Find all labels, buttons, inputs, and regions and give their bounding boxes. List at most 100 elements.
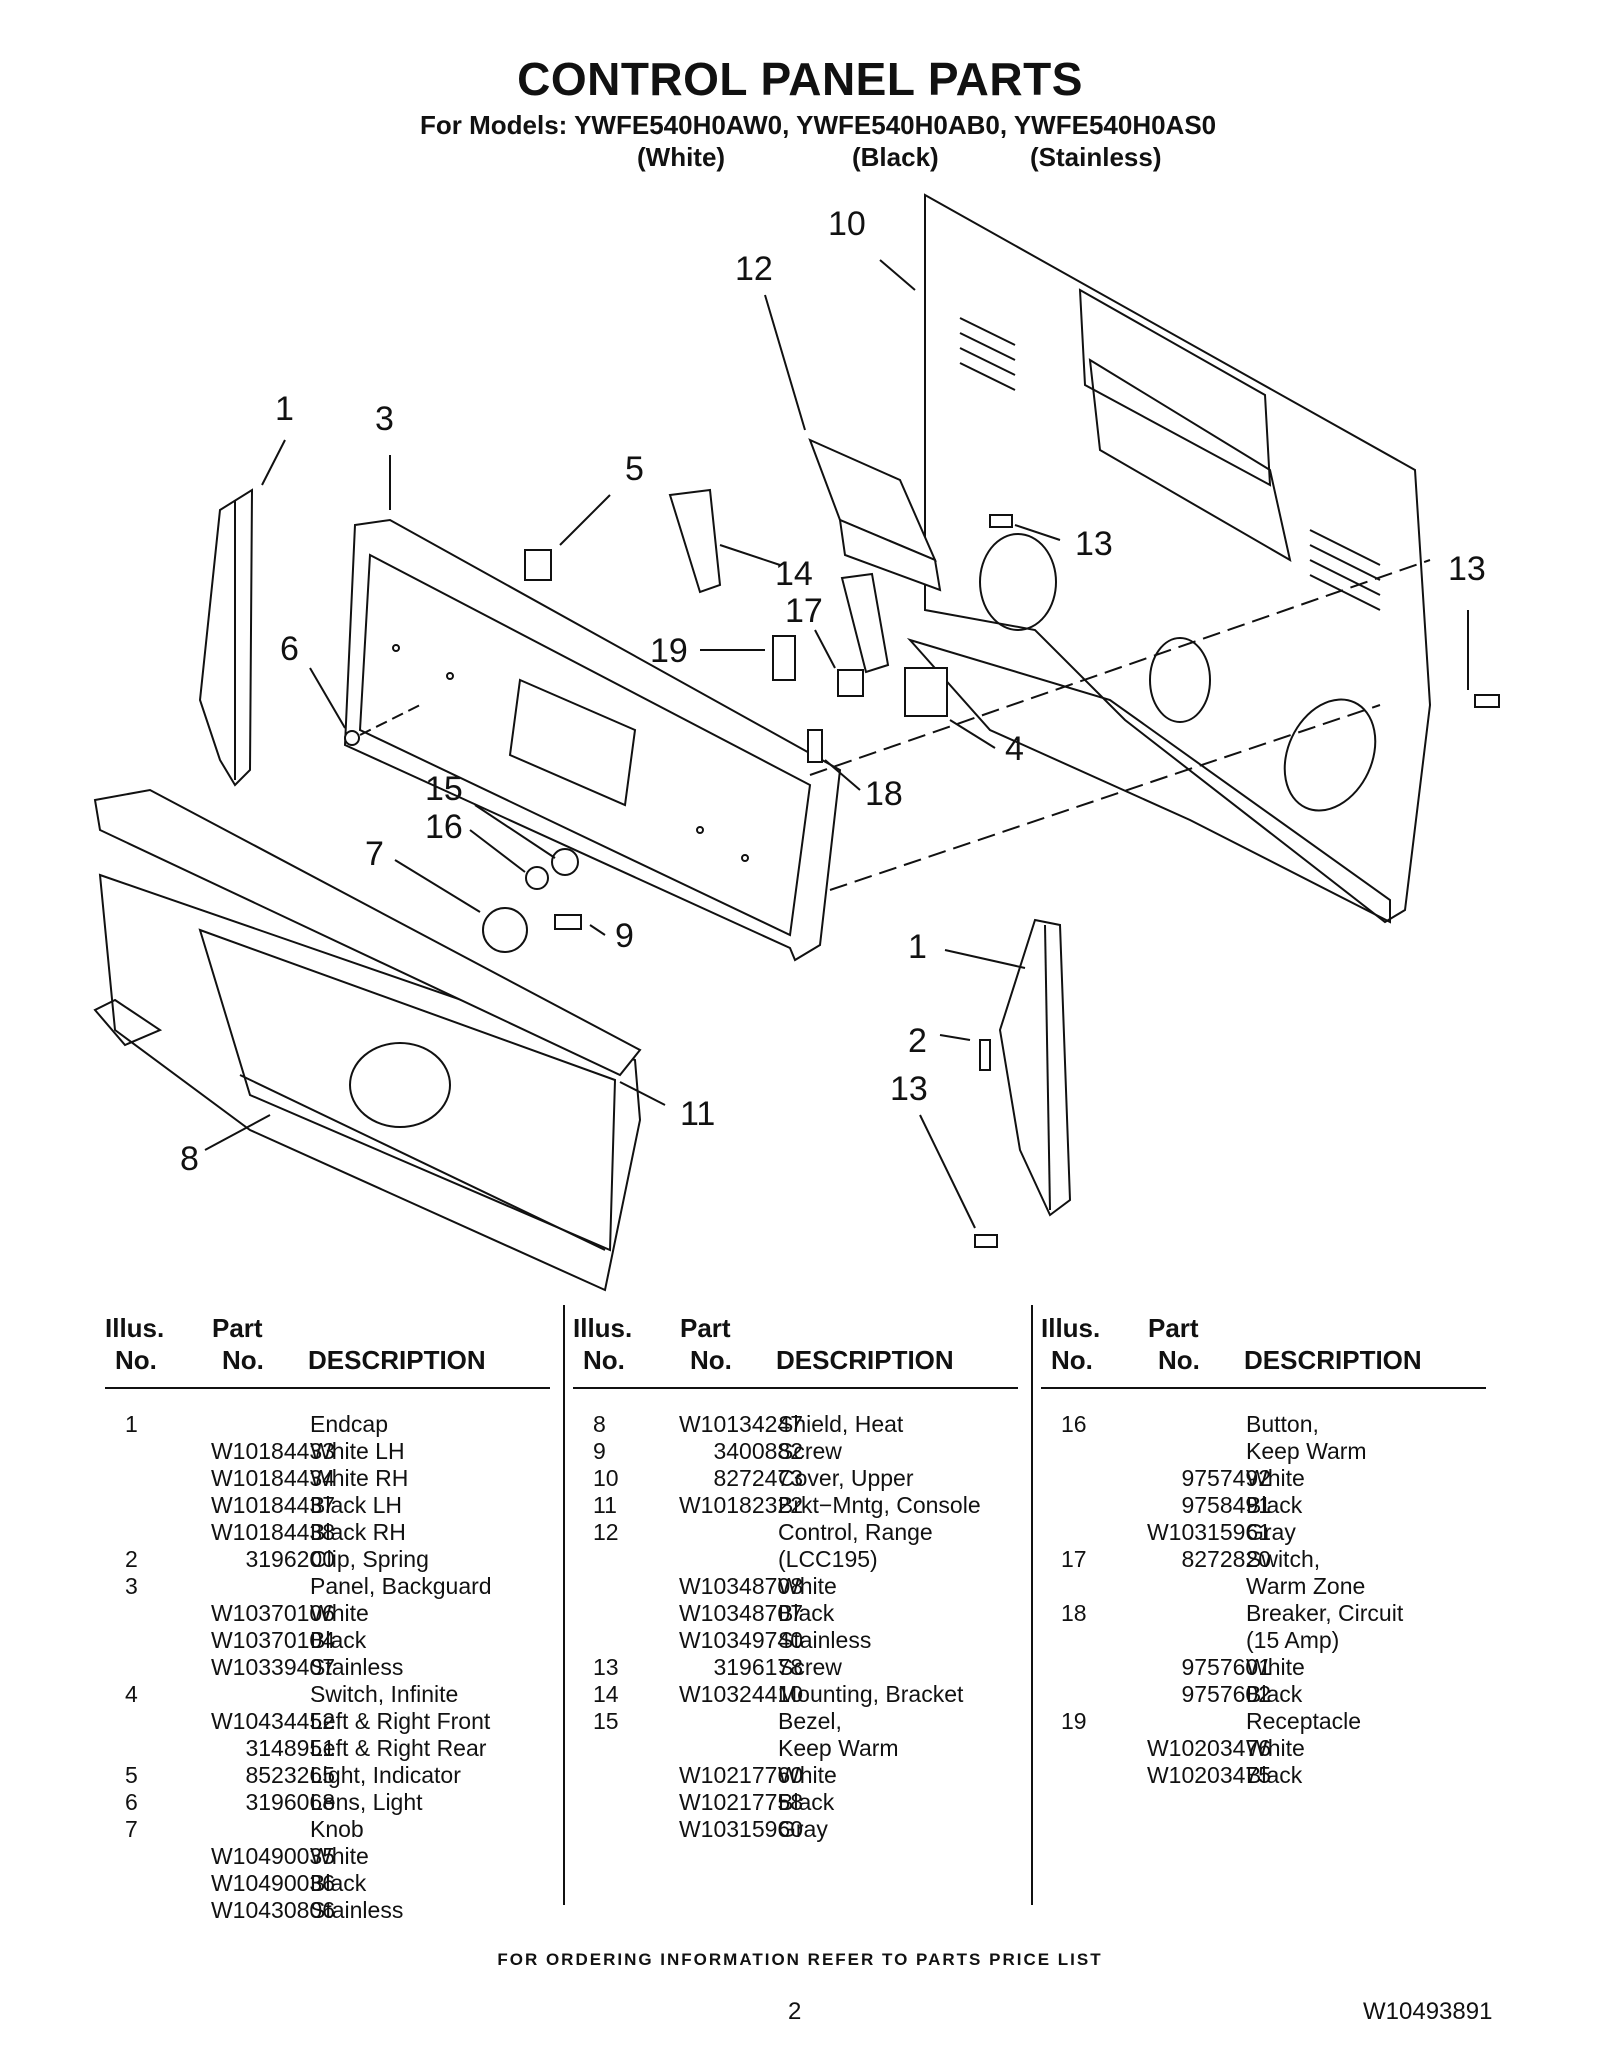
part-description: Black (778, 1789, 835, 1815)
callout-11: 11 (680, 1095, 715, 1133)
column-divider (563, 1305, 565, 1905)
part-header-line2: No. (1158, 1345, 1200, 1375)
part-number: W10184438 (210, 1519, 335, 1545)
illus-header-line1: Illus. (105, 1313, 165, 1343)
part-number: 9757601 (1181, 1654, 1271, 1680)
part-number: W10490035 (210, 1843, 335, 1869)
ordering-footer: FOR ORDERING INFORMATION REFER TO PARTS … (497, 1950, 1103, 1969)
column-divider (1031, 1305, 1033, 1905)
part-number: W10339407 (210, 1654, 335, 1680)
callout-5: 5 (625, 450, 644, 488)
part-description: Black LH (310, 1492, 403, 1518)
keep-warm-button-part (525, 866, 549, 890)
callout-4: 4 (1005, 730, 1024, 768)
illus-number: 10 (593, 1465, 619, 1491)
part-description: White (310, 1843, 369, 1869)
part-description: Switch, Infinite (310, 1681, 459, 1707)
part-number: W10217760 (678, 1762, 803, 1788)
models-subtitle: For Models: YWFE540H0AW0, YWFE540H0AB0, … (420, 110, 1217, 140)
part-header-line2: No. (690, 1345, 732, 1375)
part-number: W10434452 (210, 1708, 335, 1734)
part-description: Endcap (310, 1411, 389, 1437)
part-number: 3196178 (713, 1654, 803, 1680)
part-description: Screw (778, 1438, 842, 1464)
part-number: W10315961 (1146, 1519, 1271, 1545)
illus-number: 3 (125, 1573, 138, 1599)
part-header-line1: Part (680, 1313, 731, 1343)
part-description: (15 Amp) (1246, 1627, 1340, 1653)
part-description: Mounting, Bracket (778, 1681, 964, 1707)
part-description: Gray (778, 1816, 828, 1842)
upper-cover-part (906, 193, 1432, 924)
exploded-parts-diagram: 10 12 1 3 5 13 13 14 17 19 6 15 16 7 9 4… (93, 193, 1500, 1292)
backguard-panel-part (343, 518, 842, 962)
callout-2: 2 (908, 1022, 927, 1060)
heat-shield-part (93, 873, 642, 1292)
callout-6: 6 (280, 630, 299, 668)
variant-white: (White) (637, 142, 726, 172)
part-description: Black (310, 1870, 367, 1896)
callout-10: 10 (828, 205, 866, 243)
part-description: White RH (310, 1465, 409, 1491)
part-description: Left & Right Rear (310, 1735, 487, 1761)
part-description: Black (1246, 1492, 1303, 1518)
illus-number: 16 (1061, 1411, 1087, 1437)
illus-number: 9 (593, 1438, 606, 1464)
part-number: W10184433 (210, 1438, 335, 1464)
column-header: Illus. No. Part No. DESCRIPTION (105, 1305, 550, 1389)
part-number: W10370106 (210, 1600, 335, 1626)
part-description: Stainless (778, 1627, 872, 1653)
illus-header-line1: Illus. (573, 1313, 633, 1343)
callout-9: 9 (615, 917, 634, 955)
part-description: Receptacle (1246, 1708, 1362, 1734)
part-description: White (310, 1600, 369, 1626)
illus-header-line1: Illus. (1041, 1313, 1101, 1343)
parts-table-row: (LCC195) (573, 1546, 1018, 1573)
part-description: Black (778, 1600, 835, 1626)
part-number: W10348707 (678, 1600, 803, 1626)
illus-header-line2: No. (1051, 1345, 1093, 1375)
part-description: Left & Right Front (310, 1708, 491, 1734)
parts-table-row: 16 Button, (1041, 1411, 1486, 1438)
part-number: W10184437 (210, 1492, 335, 1518)
illus-number: 1 (125, 1411, 138, 1437)
part-description: Button, (1246, 1411, 1319, 1437)
part-number: 3196068 (245, 1789, 335, 1815)
part-description: Screw (778, 1654, 842, 1680)
part-description: Control, Range (778, 1519, 933, 1545)
part-number: W10134247 (678, 1411, 803, 1437)
part-number: 3400882 (713, 1438, 803, 1464)
part-description: Light, Indicator (310, 1762, 461, 1788)
warm-zone-switch-part (837, 669, 864, 697)
illus-number: 8 (593, 1411, 606, 1437)
part-number: W10203475 (1146, 1762, 1271, 1788)
part-description: Keep Warm (778, 1735, 899, 1761)
callout-1-left: 1 (275, 390, 294, 428)
variant-stainless: (Stainless) (1030, 142, 1162, 172)
mounting-bracket-right-part (840, 572, 890, 674)
part-description: Clip, Spring (310, 1546, 429, 1572)
part-description: Black RH (310, 1519, 406, 1545)
parts-table-row: Keep Warm (573, 1735, 1018, 1762)
parts-table-row: Keep Warm (1041, 1438, 1486, 1465)
indicator-light-part (524, 549, 552, 581)
